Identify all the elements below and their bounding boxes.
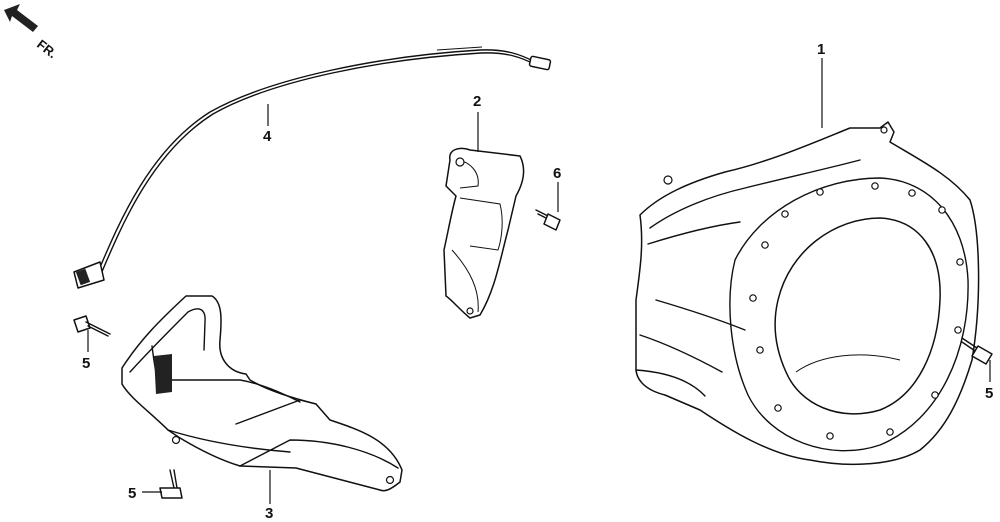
wire-harness: [73, 46, 552, 289]
front-direction-label: FR.: [34, 37, 60, 62]
callout-small-bolt: 6: [553, 165, 561, 182]
fan-cover: [635, 121, 980, 466]
bolt-bottom: [159, 469, 183, 499]
front-direction-arrow: FR.: [4, 4, 60, 61]
callout-wire: 4: [263, 128, 272, 145]
callout-cover-plate: 2: [473, 93, 481, 110]
bolt-left: [73, 315, 111, 337]
leader-lines: [87, 58, 991, 504]
shroud: [121, 295, 403, 492]
bolt-right: [961, 337, 993, 365]
callout-shroud: 3: [265, 505, 273, 522]
callout-bolt-right: 5: [985, 385, 993, 402]
callout-bolt-bottom: 5: [128, 485, 136, 502]
callout-bolt-left: 5: [82, 355, 90, 372]
small-bolt: [535, 209, 561, 231]
callout-fan-cover: 1: [817, 41, 825, 58]
cover-plate: [443, 147, 525, 319]
